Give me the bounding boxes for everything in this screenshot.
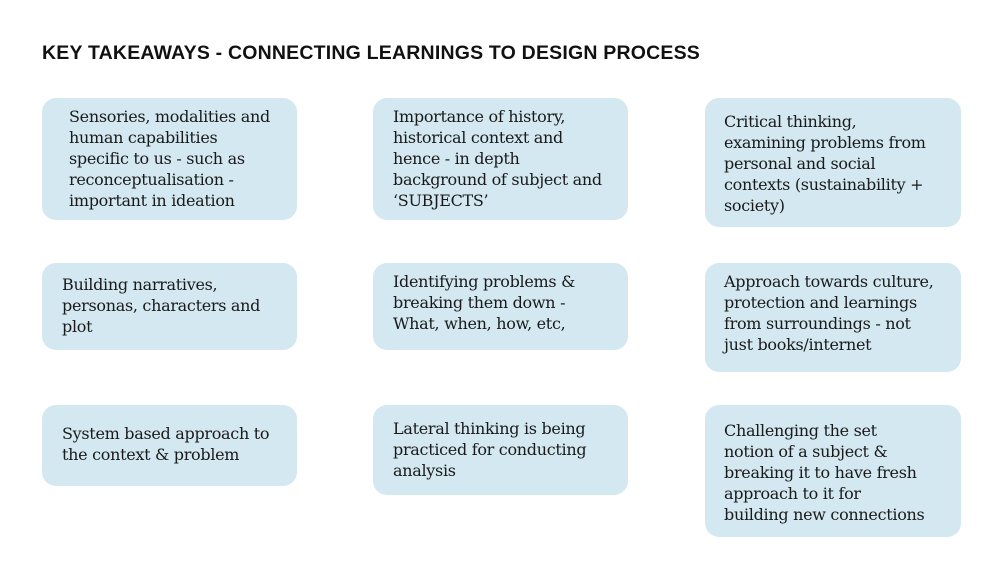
card-text: Building narratives, personas, character… <box>62 275 261 336</box>
card-text: Sensories, modalities and human capabili… <box>69 107 270 210</box>
takeaway-card: Building narratives, personas, character… <box>42 263 297 350</box>
card-text: Lateral thinking is being practiced for … <box>393 419 587 480</box>
card-text: Approach towards culture, protection and… <box>724 272 934 354</box>
takeaway-card: Critical thinking, examining problems fr… <box>705 98 961 227</box>
card-text: System based approach to the context & p… <box>62 424 270 464</box>
takeaway-card: Approach towards culture, protection and… <box>705 263 961 372</box>
card-text: Critical thinking, examining problems fr… <box>724 112 926 215</box>
card-text: Challenging the set notion of a subject … <box>724 421 925 524</box>
takeaway-card: Identifying problems & breaking them dow… <box>373 263 628 350</box>
slide-title: KEY TAKEAWAYS - CONNECTING LEARNINGS TO … <box>42 42 701 64</box>
takeaway-card: System based approach to the context & p… <box>42 405 297 486</box>
card-text: Identifying problems & breaking them dow… <box>393 272 576 333</box>
takeaway-card: Lateral thinking is being practiced for … <box>373 405 628 495</box>
takeaway-card: Importance of history, historical contex… <box>373 98 628 220</box>
card-text: Importance of history, historical contex… <box>393 107 602 210</box>
takeaway-card: Sensories, modalities and human capabili… <box>42 98 297 220</box>
takeaway-card: Challenging the set notion of a subject … <box>705 405 961 537</box>
